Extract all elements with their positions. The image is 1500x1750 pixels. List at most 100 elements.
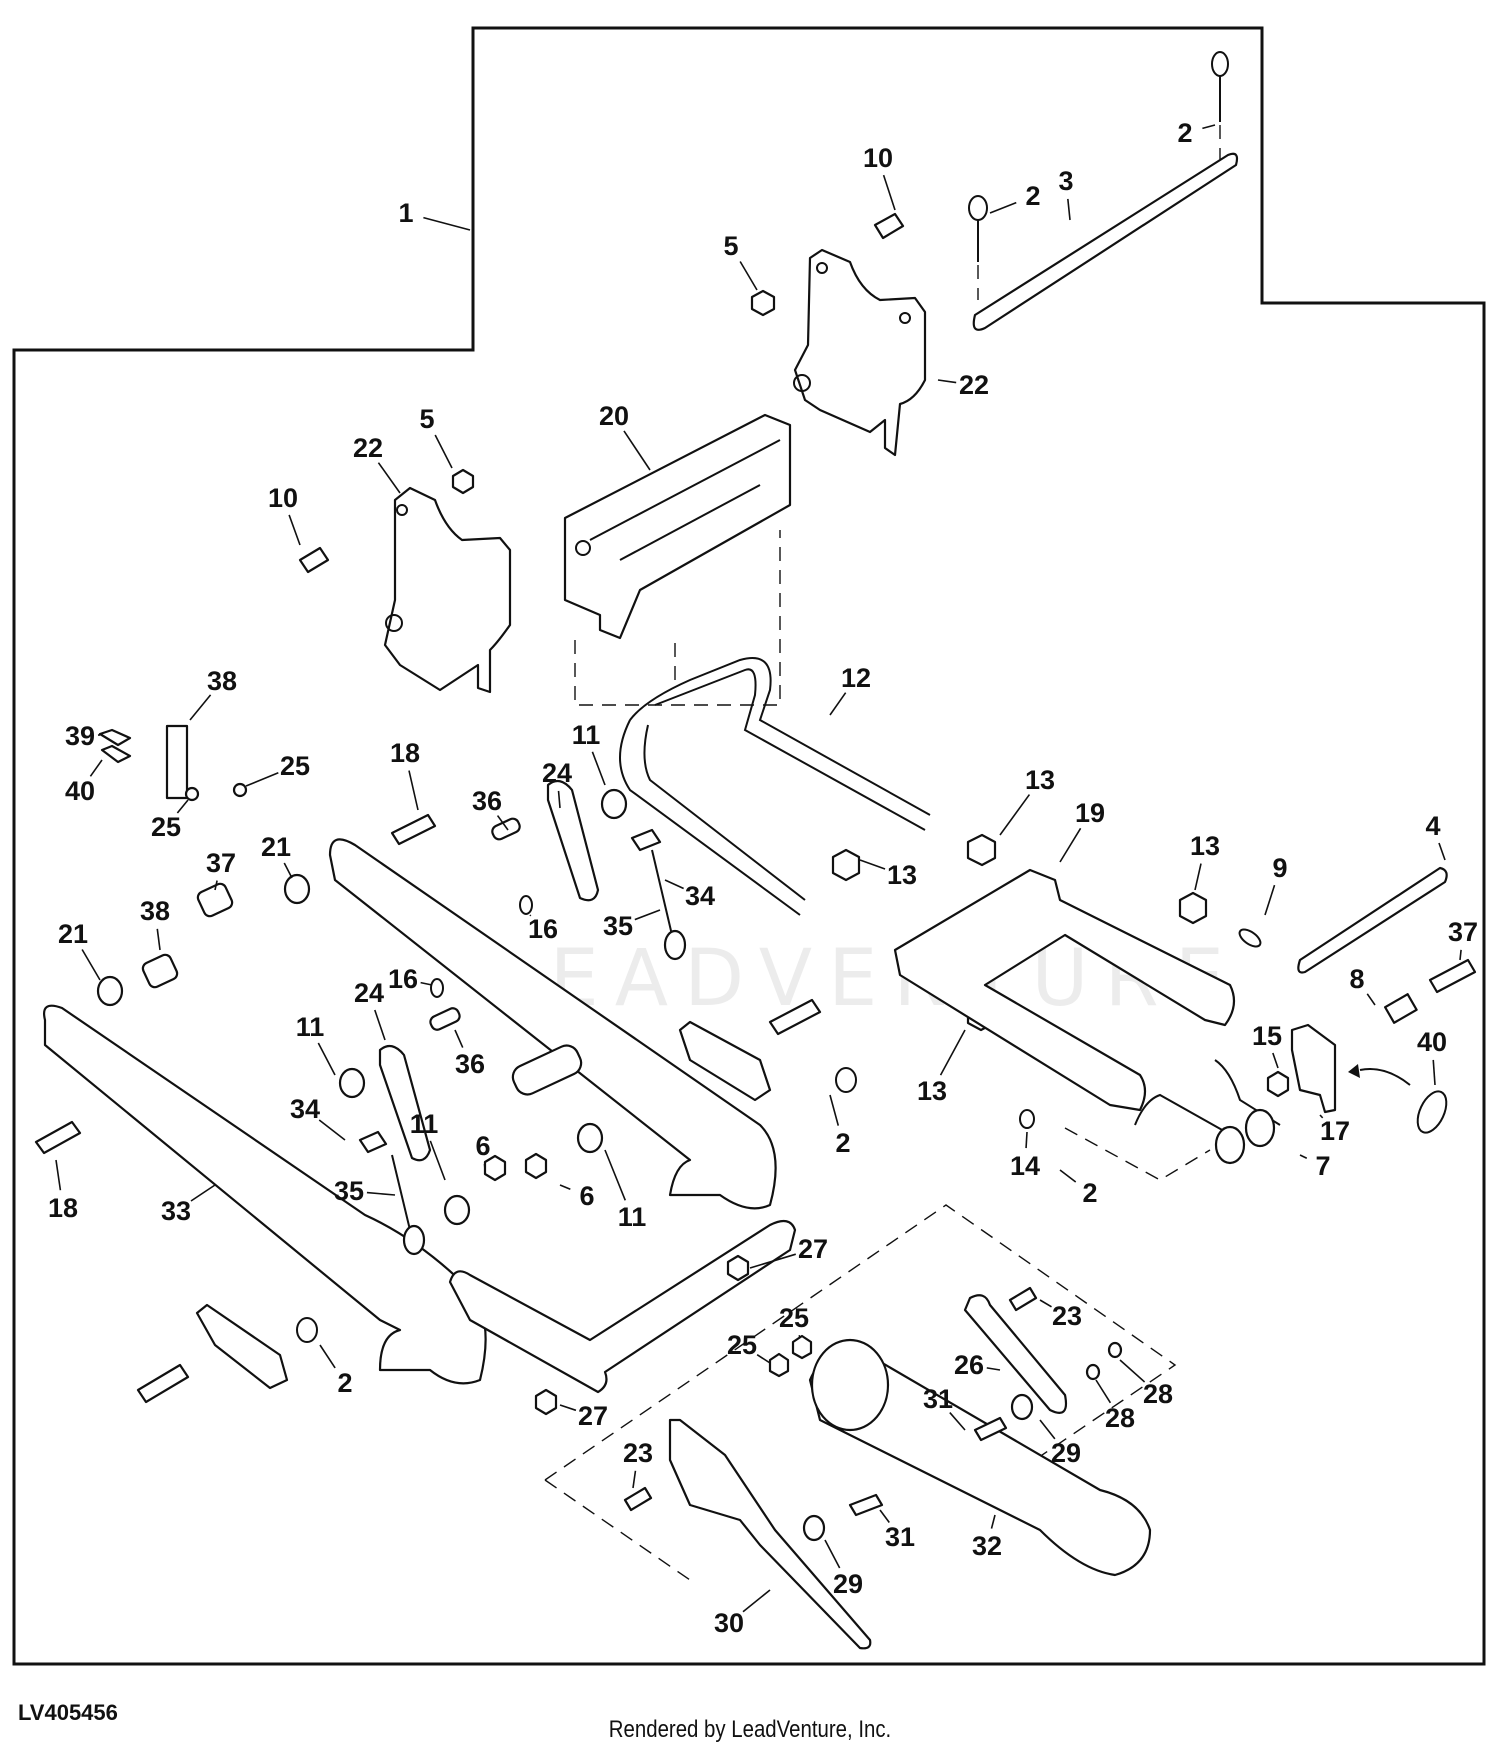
callout-16: 16	[528, 914, 558, 944]
leader-line	[366, 1191, 396, 1196]
callout-label: 18	[390, 738, 420, 768]
leader-line	[798, 1335, 801, 1339]
leader-line	[496, 815, 509, 831]
callout-38: 38	[189, 666, 237, 721]
leader-line	[739, 261, 758, 291]
callout-5: 5	[419, 404, 453, 469]
callout-7: 7	[1299, 1151, 1331, 1181]
part-19-frame	[893, 868, 1236, 1112]
part-34-pin-lower	[358, 1130, 388, 1154]
callout-label: 24	[542, 758, 572, 788]
part-35-bolt-upper	[768, 998, 822, 1036]
callout-label: 35	[334, 1176, 364, 1206]
callout-label: 17	[1320, 1116, 1350, 1146]
leader-line	[434, 434, 453, 469]
leader-line	[989, 201, 1017, 214]
callout-label: 19	[1075, 798, 1105, 828]
callout-label: 36	[472, 786, 502, 816]
leader-line	[1039, 1419, 1056, 1440]
leader-line	[214, 880, 218, 891]
callout-label: 21	[58, 919, 88, 949]
callout-label: 34	[685, 881, 715, 911]
part-42-screw-b	[100, 744, 132, 764]
leader-line	[529, 914, 532, 917]
part-25-nut-d	[791, 1334, 813, 1360]
callout-20: 20	[599, 401, 651, 471]
part-center-pin	[511, 1044, 583, 1096]
leader-line	[559, 1404, 577, 1412]
part-24-link-lower	[378, 1044, 432, 1162]
callout-label: 13	[1190, 831, 1220, 861]
callout-label: 11	[572, 720, 601, 750]
leader-line	[1202, 124, 1216, 130]
part-25-nut-c	[768, 1352, 790, 1378]
callout-label: 15	[1252, 1021, 1282, 1051]
part-22-plate-right	[793, 248, 927, 457]
callout-label: 13	[1025, 765, 1055, 795]
driveshaft-yoke	[810, 1338, 890, 1432]
callout-24: 24	[542, 758, 572, 809]
callout-label: 11	[618, 1202, 647, 1232]
leader-line	[990, 1514, 996, 1529]
leader-line	[986, 1367, 1001, 1371]
part-31-bolt-lower	[848, 1493, 884, 1517]
callout-9: 9	[1264, 853, 1288, 916]
callout-4: 4	[1425, 811, 1446, 861]
callout-label: 23	[1052, 1301, 1082, 1331]
leader-line	[829, 692, 847, 716]
callout-label: 14	[1010, 1151, 1040, 1181]
callout-28: 28	[1119, 1359, 1173, 1409]
leader-line	[429, 1140, 446, 1181]
part-10-bolt-top	[873, 212, 905, 240]
callout-23: 23	[623, 1438, 653, 1489]
part-42-screw-a	[98, 728, 132, 747]
leader-line	[1438, 842, 1446, 861]
part-29-washer-upper	[1010, 1393, 1034, 1421]
callout-label: 22	[959, 370, 989, 400]
leader-line	[859, 859, 886, 870]
part-2-pin-top	[968, 195, 988, 221]
callout-label: 2	[1025, 181, 1040, 211]
callout-27: 27	[559, 1401, 608, 1431]
part-2-pin-mid	[835, 1067, 857, 1093]
part-31-bolt-upper	[973, 1416, 1008, 1442]
leader-line	[317, 1042, 336, 1076]
leader-line	[634, 909, 661, 921]
callout-label: 3	[1058, 166, 1073, 196]
callout-label: 12	[841, 663, 871, 693]
leader-line	[81, 949, 101, 981]
callout-label: 31	[885, 1522, 915, 1552]
callout-label: 11	[296, 1012, 325, 1042]
callout-29: 29	[1039, 1419, 1081, 1468]
part-38-pin-upper	[491, 817, 521, 841]
part-13-nut-a	[966, 833, 997, 867]
callout-25: 25	[727, 1330, 771, 1364]
leader-line	[742, 1589, 771, 1613]
part-3-rod	[972, 152, 1239, 331]
callout-24: 24	[354, 978, 386, 1041]
callout-22: 22	[937, 370, 989, 400]
part-25-nut-a	[184, 786, 200, 802]
part-8-spacer	[1384, 993, 1418, 1024]
callout-2: 2	[1177, 118, 1216, 148]
part-23-bolt-upper	[1008, 1286, 1038, 1312]
callout-29: 29	[824, 1539, 863, 1599]
part-18-bolt-lower	[34, 1120, 82, 1155]
callout-label: 36	[455, 1049, 485, 1079]
part-12-u-rod	[619, 657, 931, 916]
callout-38: 38	[140, 896, 170, 951]
callout-14: 14	[1010, 1131, 1040, 1181]
leader-line	[999, 794, 1031, 836]
callout-label: 27	[798, 1234, 828, 1264]
part-30-bracket	[668, 1418, 872, 1650]
part-9-clip	[1238, 928, 1262, 948]
leader-line	[408, 770, 419, 811]
callout-31: 31	[879, 1509, 915, 1552]
leader-line	[1264, 884, 1276, 916]
leader-line	[1366, 993, 1376, 1006]
leader-line	[1319, 1114, 1324, 1119]
callout-11: 11	[604, 1149, 647, 1232]
leader-line	[89, 759, 103, 777]
leader-line	[1067, 198, 1071, 221]
leader-line	[1194, 863, 1202, 891]
